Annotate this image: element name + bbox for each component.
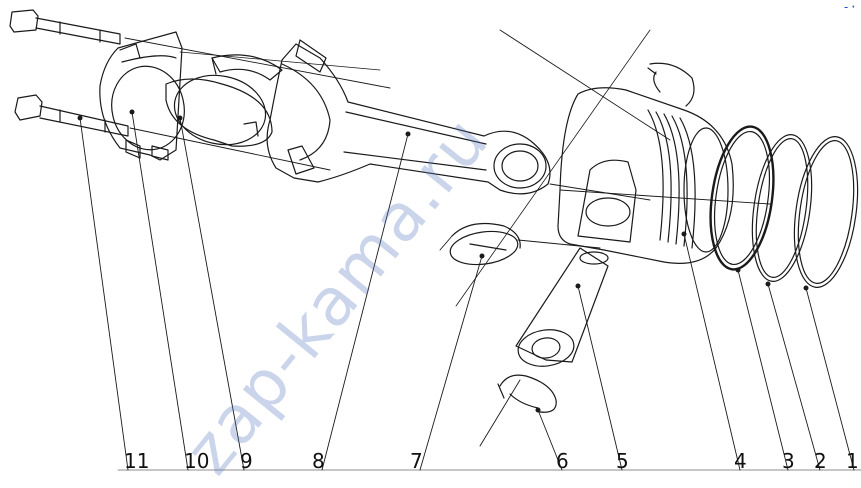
corner-mark: -· [842, 0, 857, 14]
callout-labels: 11 10 9 8 7 6 5 4 3 2 1 [124, 449, 859, 473]
callout-8: 8 [312, 449, 325, 473]
callout-1: 1 [846, 449, 859, 473]
connecting-rod [266, 29, 671, 201]
piston-pin [515, 239, 609, 367]
bearing-shell-lower [165, 74, 273, 147]
piston [557, 87, 771, 264]
callout-7: 7 [410, 449, 423, 473]
callout-10: 10 [184, 449, 209, 473]
snap-ring-lower [479, 374, 557, 447]
connecting-rod-bolt-lower [14, 94, 331, 171]
piston-ring-compression-2 [751, 134, 813, 282]
callout-11: 11 [124, 449, 149, 473]
callout-9: 9 [240, 449, 253, 473]
piston-ring-compression-1 [793, 136, 859, 288]
callout-3: 3 [782, 449, 795, 473]
callout-2: 2 [814, 449, 827, 473]
snap-ring-upper [647, 62, 695, 107]
callout-6: 6 [556, 449, 569, 473]
callout-5: 5 [616, 449, 629, 473]
leader-lines [79, 111, 861, 471]
piston-ring-oil [709, 125, 775, 271]
connecting-rod-cap [99, 31, 185, 161]
callout-4: 4 [734, 449, 747, 473]
bearing-shell-upper [211, 54, 283, 81]
connecting-rod-bolt-upper [9, 9, 391, 89]
